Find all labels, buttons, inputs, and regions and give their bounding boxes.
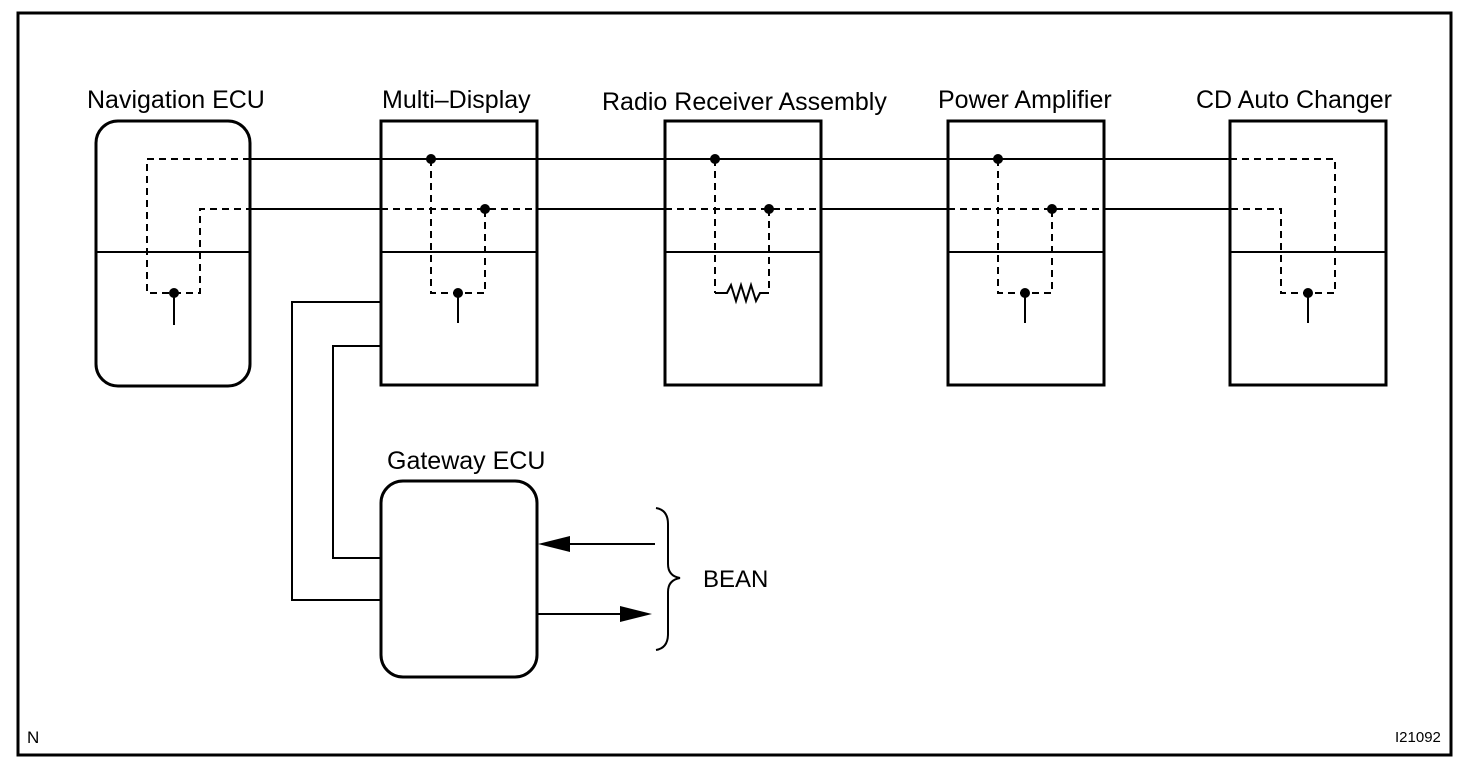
multi-display-internal-wiring (381, 154, 537, 323)
bean-output-arrow (537, 606, 652, 622)
bean-brace (655, 507, 681, 651)
multi-display-gateway-link-outer (291, 301, 381, 601)
navigation-ecu-label: Navigation ECU (87, 86, 265, 114)
corner-code: N (27, 728, 39, 747)
gateway-ecu-box (379, 479, 539, 679)
bean-label: BEAN (703, 566, 768, 593)
bean-input-arrow (538, 536, 655, 552)
radio-receiver-internal-wiring (665, 154, 821, 305)
multi-display-label: Multi–Display (382, 86, 531, 114)
cd-auto-changer-label: CD Auto Changer (1196, 86, 1392, 114)
figure-id: I21092 (1395, 729, 1441, 746)
radio-receiver-label: Radio Receiver Assembly (602, 88, 887, 116)
navigation-ecu-box (94, 119, 252, 388)
power-amplifier-internal-wiring (948, 154, 1104, 323)
gateway-ecu-label: Gateway ECU (387, 447, 545, 475)
terminating-resistor-symbol (715, 281, 769, 305)
navigation-ecu-internal-wiring (146, 158, 250, 325)
cd-auto-changer-internal-wiring (1230, 158, 1336, 323)
multi-display-gateway-link-inner (332, 345, 381, 559)
diagram-frame (16, 11, 1453, 757)
power-amplifier-label: Power Amplifier (938, 86, 1112, 114)
